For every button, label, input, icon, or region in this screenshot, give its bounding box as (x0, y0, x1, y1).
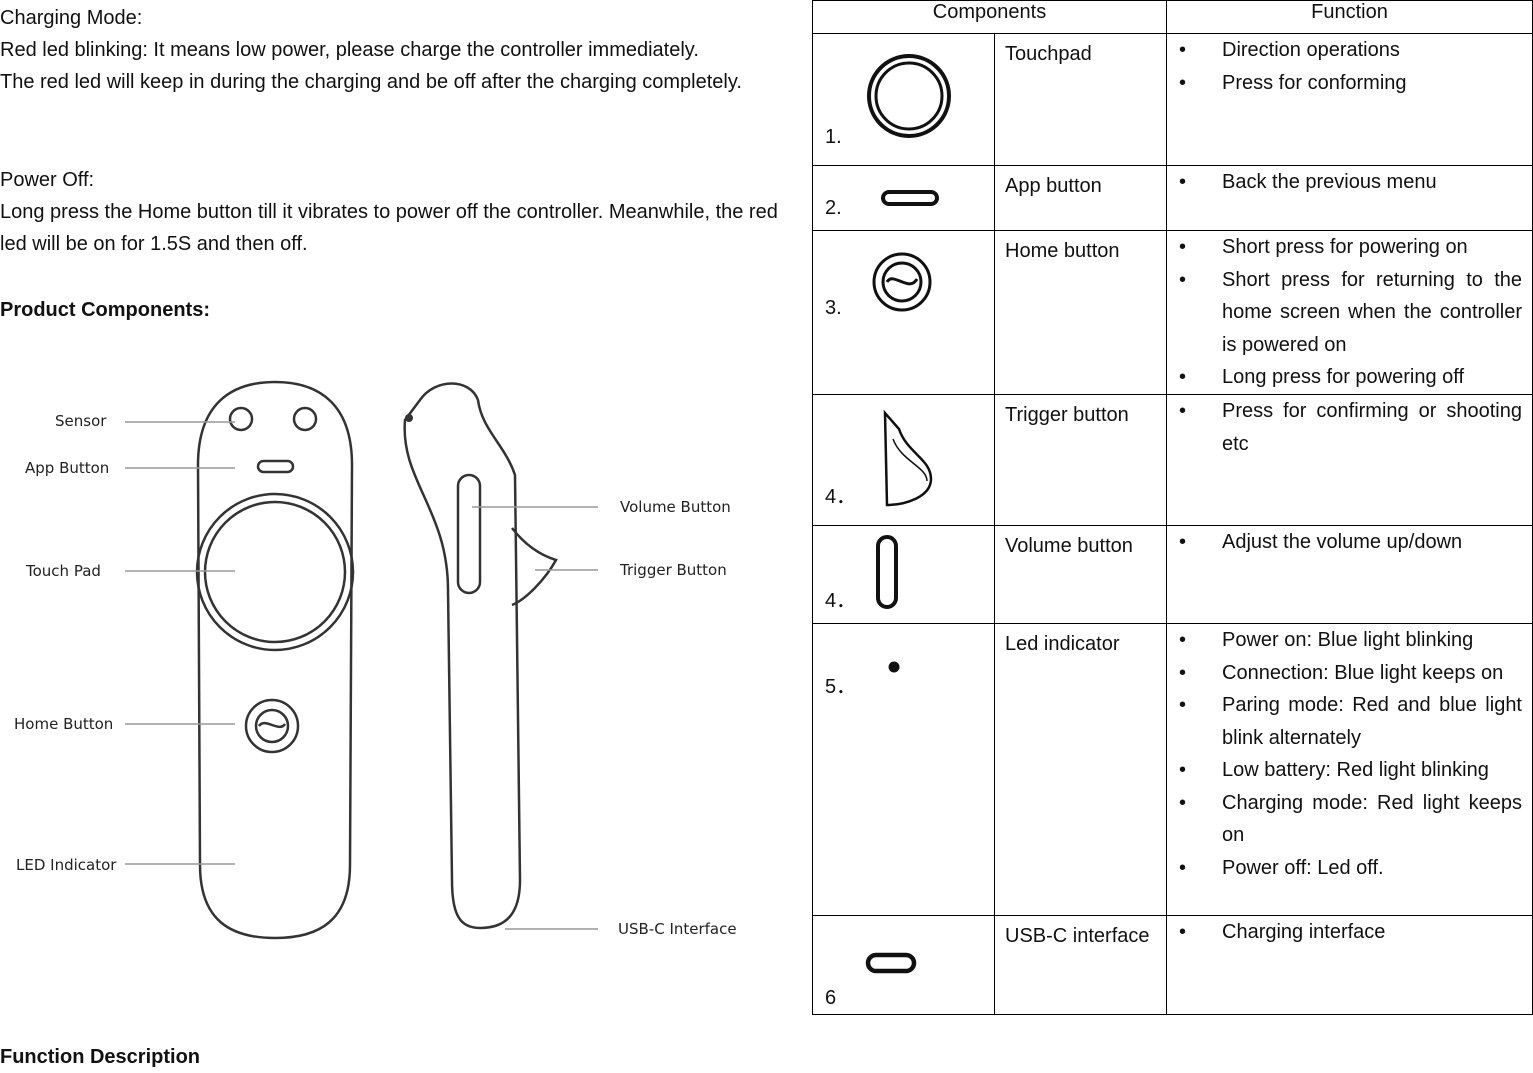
function-item: Connection: Blue light keeps on (1167, 657, 1522, 690)
function-item: Power on: Blue light blinking (1167, 624, 1522, 657)
callout-led-indicator: LED Indicator (16, 856, 117, 874)
touchpad-icon (867, 54, 951, 138)
table-row: 4． Volume button Adjust the volume up/do… (812, 525, 1533, 624)
callout-home-button: Home Button (14, 715, 113, 733)
function-item: Long press for powering off (1167, 361, 1522, 394)
usbc-port-icon (865, 952, 917, 974)
component-name: USB-C interface (994, 915, 1167, 1015)
app-button-icon (881, 190, 939, 206)
table-row: 3. Home button Short press for powering … (812, 230, 1533, 395)
function-item: Direction operations (1167, 34, 1522, 67)
row-number: 3. (825, 297, 842, 319)
function-item: Press for confirming or shooting etc (1167, 395, 1522, 460)
home-button-icon (872, 252, 932, 312)
function-item: Adjust the volume up/down (1167, 526, 1522, 559)
component-name: Trigger button (994, 394, 1167, 526)
function-cell: Direction operations Press for conformin… (1166, 33, 1533, 166)
power-off-title: Power Off: (0, 169, 95, 191)
function-item: Short press for powering on (1167, 231, 1522, 264)
table-row: 6 USB-C interface Charging interface (812, 915, 1533, 1015)
product-components-heading: Product Components: (0, 299, 210, 321)
callout-trigger-button: Trigger Button (619, 561, 727, 579)
row-number: 5． (825, 676, 857, 698)
header-function: Function (1166, 0, 1533, 34)
function-description-heading: Function Description (0, 1046, 200, 1068)
function-item: Press for conforming (1167, 67, 1522, 100)
row-number: 4． (825, 486, 857, 508)
table-row: 1. Touchpad Direction operations Press f… (812, 33, 1533, 166)
function-item: Short press for returning to the home sc… (1167, 264, 1522, 362)
component-cell: 1. (812, 33, 995, 166)
controller-illustration: Sensor App Button Touch Pad Home Button … (14, 380, 737, 940)
callout-volume-button: Volume Button (620, 498, 731, 516)
charging-mode-line1: Red led blinking: It means low power, pl… (0, 39, 699, 61)
function-item: Charging interface (1167, 916, 1522, 949)
trigger-button-icon (883, 409, 933, 507)
callout-sensor: Sensor (55, 412, 107, 430)
power-off-text: Long press the Home button till it vibra… (0, 201, 778, 255)
row-number: 1. (825, 126, 842, 148)
component-name: Touchpad (994, 33, 1167, 166)
components-table: Components Function 1. Touchpad Directio… (812, 0, 1533, 1015)
charging-mode-title: Charging Mode: (0, 7, 143, 29)
function-item: Power off: Led off. (1167, 852, 1522, 885)
function-item: Paring mode: Red and blue light blink al… (1167, 689, 1522, 754)
component-name: Home button (994, 230, 1167, 395)
callout-app-button: App Button (25, 459, 109, 477)
function-item: Charging mode: Red light keeps on (1167, 787, 1522, 852)
component-name: Volume button (994, 525, 1167, 624)
callout-usbc-interface: USB-C Interface (618, 920, 737, 938)
header-components: Components (812, 0, 1167, 34)
function-item: Back the previous menu (1167, 166, 1522, 199)
table-row: 4． Trigger button Press for confirming o… (812, 394, 1533, 526)
component-name: Led indicator (994, 623, 1167, 916)
row-number: 2. (825, 197, 842, 219)
row-number: 4． (825, 590, 857, 612)
callout-touch-pad: Touch Pad (25, 562, 101, 580)
led-dot-icon (888, 661, 900, 673)
function-item: Low battery: Red light blinking (1167, 754, 1522, 787)
volume-button-icon (876, 535, 898, 609)
controller-diagram: Sensor App Button Touch Pad Home Button … (0, 360, 780, 1000)
table-row: 5． Led indicator Power on: Blue light bl… (812, 623, 1533, 916)
charging-mode-line2: The red led will keep in during the char… (0, 71, 742, 93)
row-number: 6 (825, 987, 837, 1009)
table-row: 2. App button Back the previous menu (812, 165, 1533, 231)
component-name: App button (994, 165, 1167, 231)
